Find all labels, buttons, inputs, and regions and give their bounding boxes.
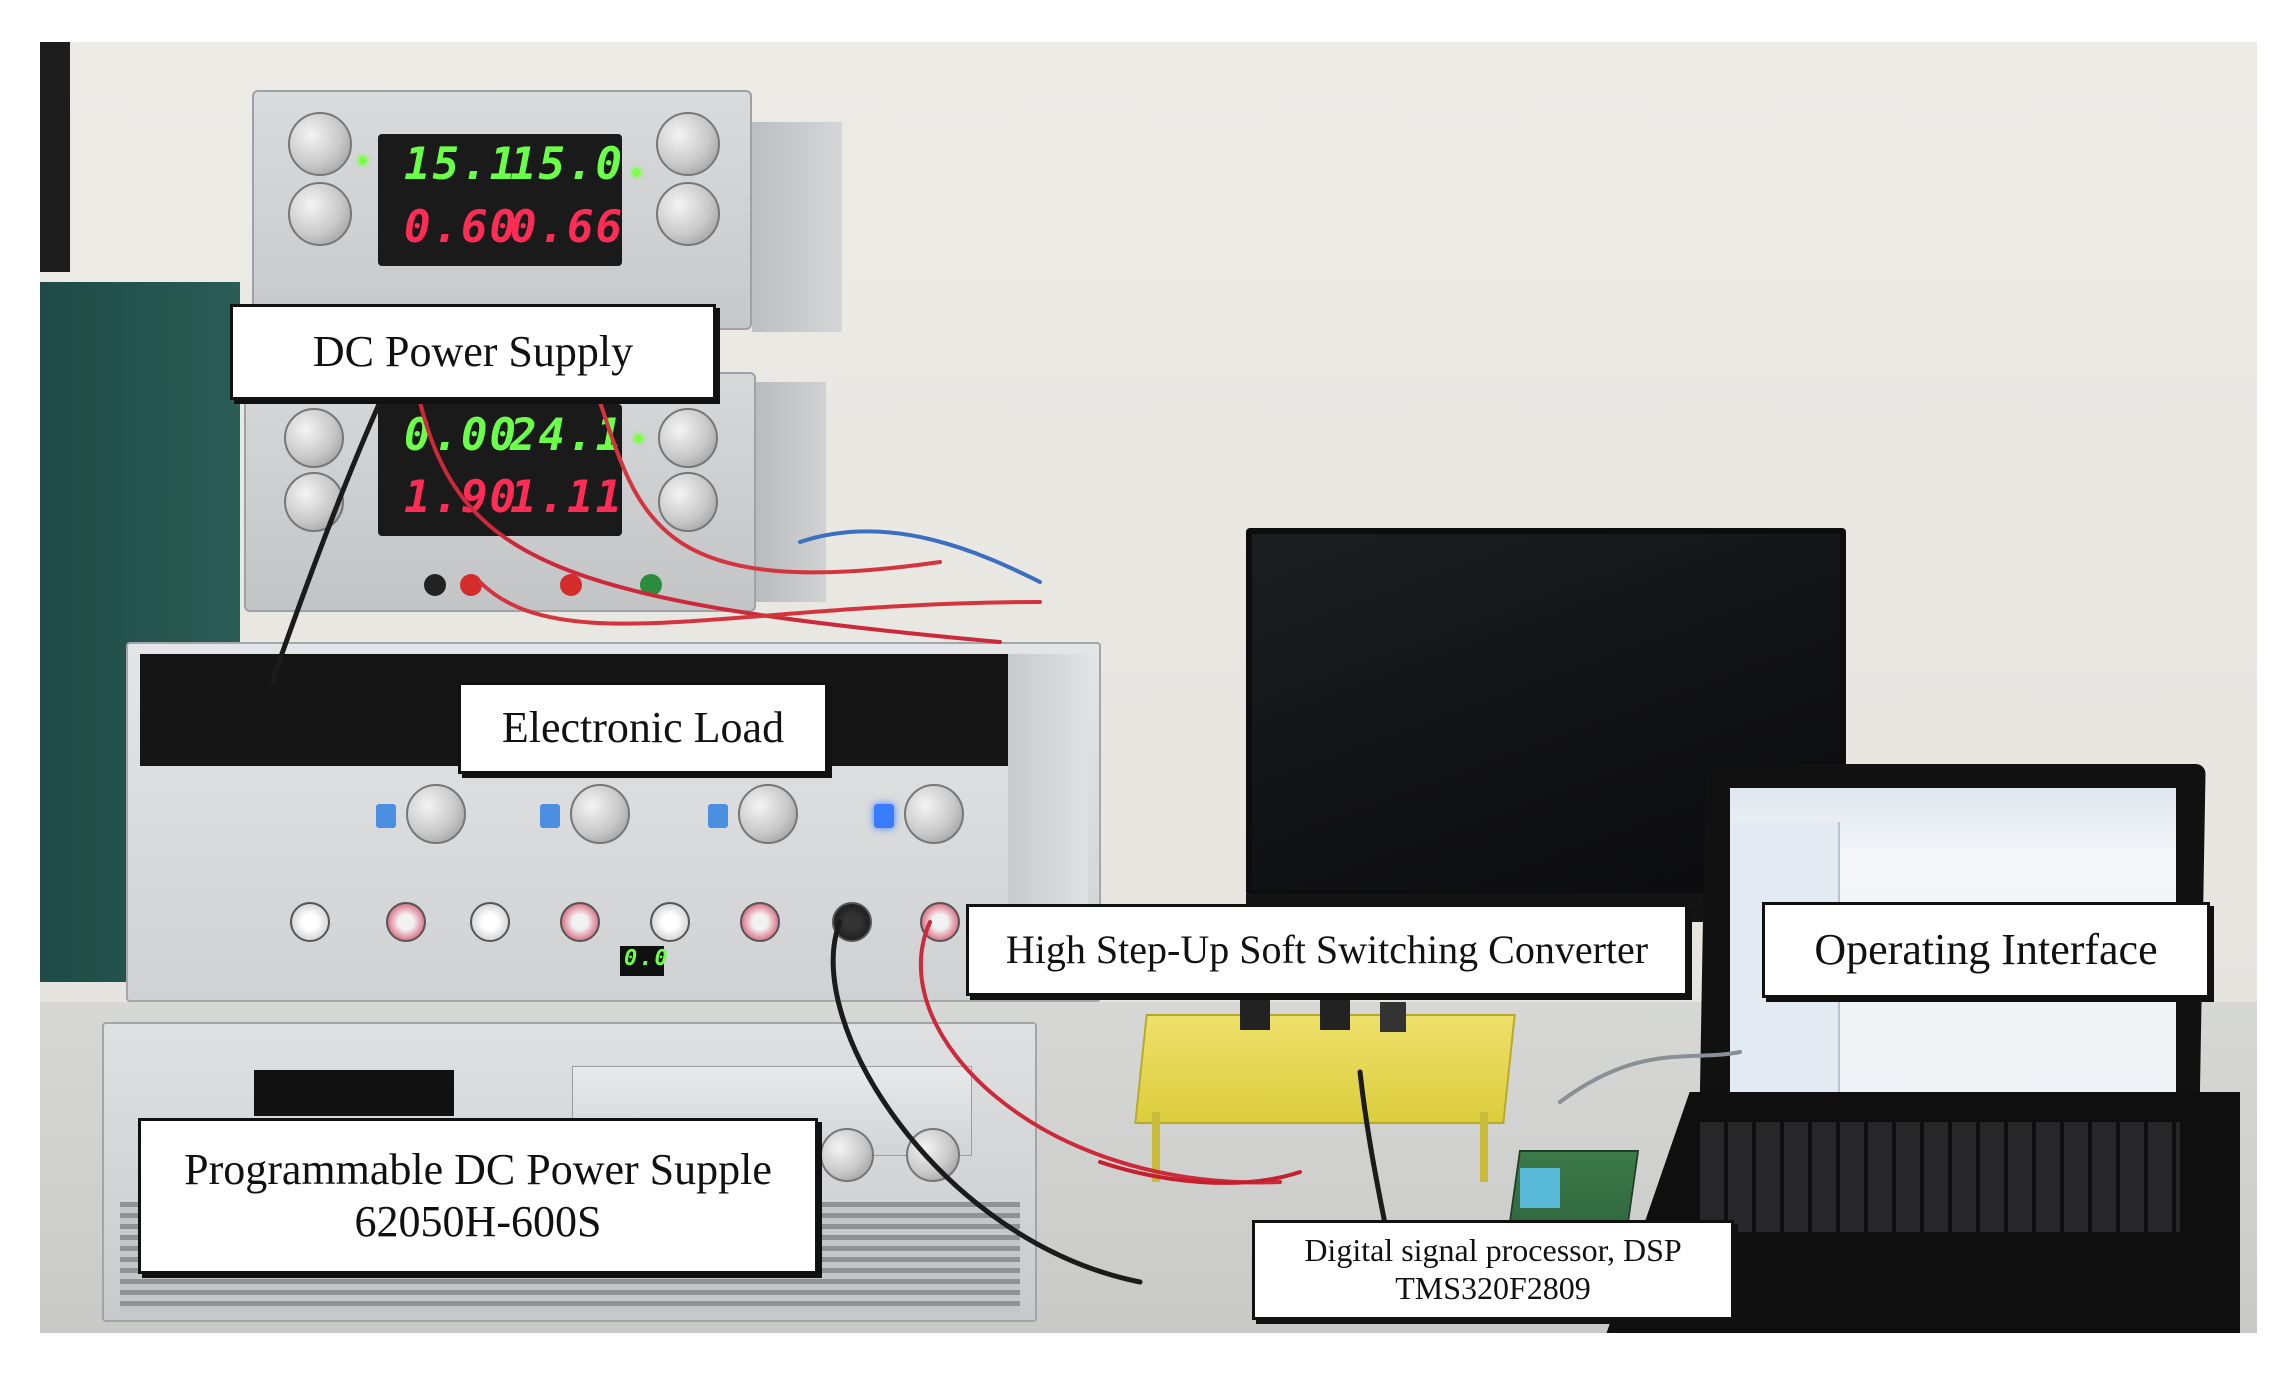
programmable-supply-text-line1: Programmable DC Power Supple [184, 1145, 772, 1195]
lower-v2-readout: 24.1 [510, 410, 624, 461]
black-cable-1 [269, 399, 383, 685]
load-small-display-frame [620, 946, 664, 976]
load-small-display: 0.0 [624, 946, 670, 971]
pcb-component-3 [1380, 1002, 1406, 1032]
red-cable-1 [418, 400, 1002, 644]
electronic-load-label: Electronic Load [458, 682, 828, 774]
programmable-supply-display [254, 1070, 454, 1116]
red-cable-4 [918, 920, 1282, 1185]
converter-label: High Step-Up Soft Switching Converter [966, 904, 1688, 996]
upper-a2-readout: 0.66 [510, 202, 624, 253]
load-terminal-red-3 [740, 902, 780, 942]
load-blue-button-3 [708, 804, 728, 828]
upper-a1-readout: 0.60 [404, 202, 518, 253]
dsp-label: Digital signal processor, DSP TMS320F280… [1252, 1220, 1734, 1320]
dc-supply-upper-display-panel [378, 134, 622, 266]
lower-right-knob-2 [658, 472, 718, 532]
load-blue-button-2 [540, 804, 560, 828]
dc-power-supply-text: DC Power Supply [312, 327, 634, 377]
load-knob-2 [570, 784, 630, 844]
upper-status-led-right [632, 168, 641, 177]
dc-supply-upper-side [752, 122, 842, 332]
gray-cable [1558, 1050, 1742, 1104]
red-cable-2 [478, 580, 1042, 626]
upper-right-knob-1 [656, 112, 720, 176]
pcb-leg-right [1480, 1112, 1488, 1182]
pcb-component-1 [1240, 994, 1270, 1030]
dsp-blue-module [1520, 1168, 1560, 1208]
red-lead [1098, 1160, 1302, 1185]
load-terminal-red-2 [560, 902, 600, 942]
upper-v1-readout: 15.1 [404, 139, 518, 190]
black-cable-2 [830, 919, 1143, 1285]
load-knob-4 [904, 784, 964, 844]
load-knob-3 [738, 784, 798, 844]
dc-supply-lower-display-panel [378, 404, 622, 536]
dsp-text-line2: TMS320F2809 [1395, 1270, 1591, 1306]
upper-right-knob-2 [656, 182, 720, 246]
lower-jack-black [424, 574, 446, 596]
dsp-text-line1: Digital signal processor, DSP [1304, 1232, 1682, 1269]
programmable-supply-label: Programmable DC Power Supple 62050H-600S [138, 1118, 818, 1274]
black-cable-strip [40, 42, 70, 272]
pcb-component-2 [1320, 994, 1350, 1030]
load-terminal-white-1 [290, 902, 330, 942]
load-terminal-white-3 [650, 902, 690, 942]
load-blue-button-4 [874, 804, 894, 828]
upper-status-led-left [358, 156, 367, 165]
electronic-load-text: Electronic Load [501, 703, 785, 753]
load-terminal-red-1 [386, 902, 426, 942]
dc-power-supply-label: DC Power Supply [230, 304, 716, 400]
lower-jack-green [640, 574, 662, 596]
lower-a1-readout: 1.90 [404, 472, 518, 523]
red-cable-3 [598, 400, 942, 575]
programmable-knob-2 [906, 1128, 960, 1182]
lower-left-knob-2 [284, 472, 344, 532]
lower-right-knob-1 [658, 408, 718, 468]
lower-status-led [634, 434, 643, 443]
load-blue-button-1 [376, 804, 396, 828]
upper-left-knob-2 [288, 182, 352, 246]
operating-interface-text: Operating Interface [1814, 925, 2158, 975]
lower-left-knob-1 [284, 408, 344, 468]
pcb-leg-left [1152, 1112, 1160, 1182]
upper-left-knob-1 [288, 112, 352, 176]
converter-text: High Step-Up Soft Switching Converter [1005, 927, 1649, 973]
lower-jack-red-2 [560, 574, 582, 596]
dc-supply-lower-side [756, 382, 826, 602]
laptop-keys [1700, 1122, 2180, 1232]
operating-interface-label: Operating Interface [1762, 902, 2210, 998]
programmable-supply-text-line2: 62050H-600S [354, 1197, 602, 1246]
lower-a2-readout: 1.11 [510, 472, 624, 523]
load-knob-1 [406, 784, 466, 844]
lab-setup-photo: 15.1 15.0 0.60 0.66 0.00 24.1 1.90 1.11 … [40, 42, 2257, 1333]
lower-jack-red-1 [460, 574, 482, 596]
blue-cable [798, 529, 1042, 584]
upper-v2-readout: 15.0 [510, 139, 624, 190]
programmable-knob-1 [820, 1128, 874, 1182]
load-terminal-white-2 [470, 902, 510, 942]
